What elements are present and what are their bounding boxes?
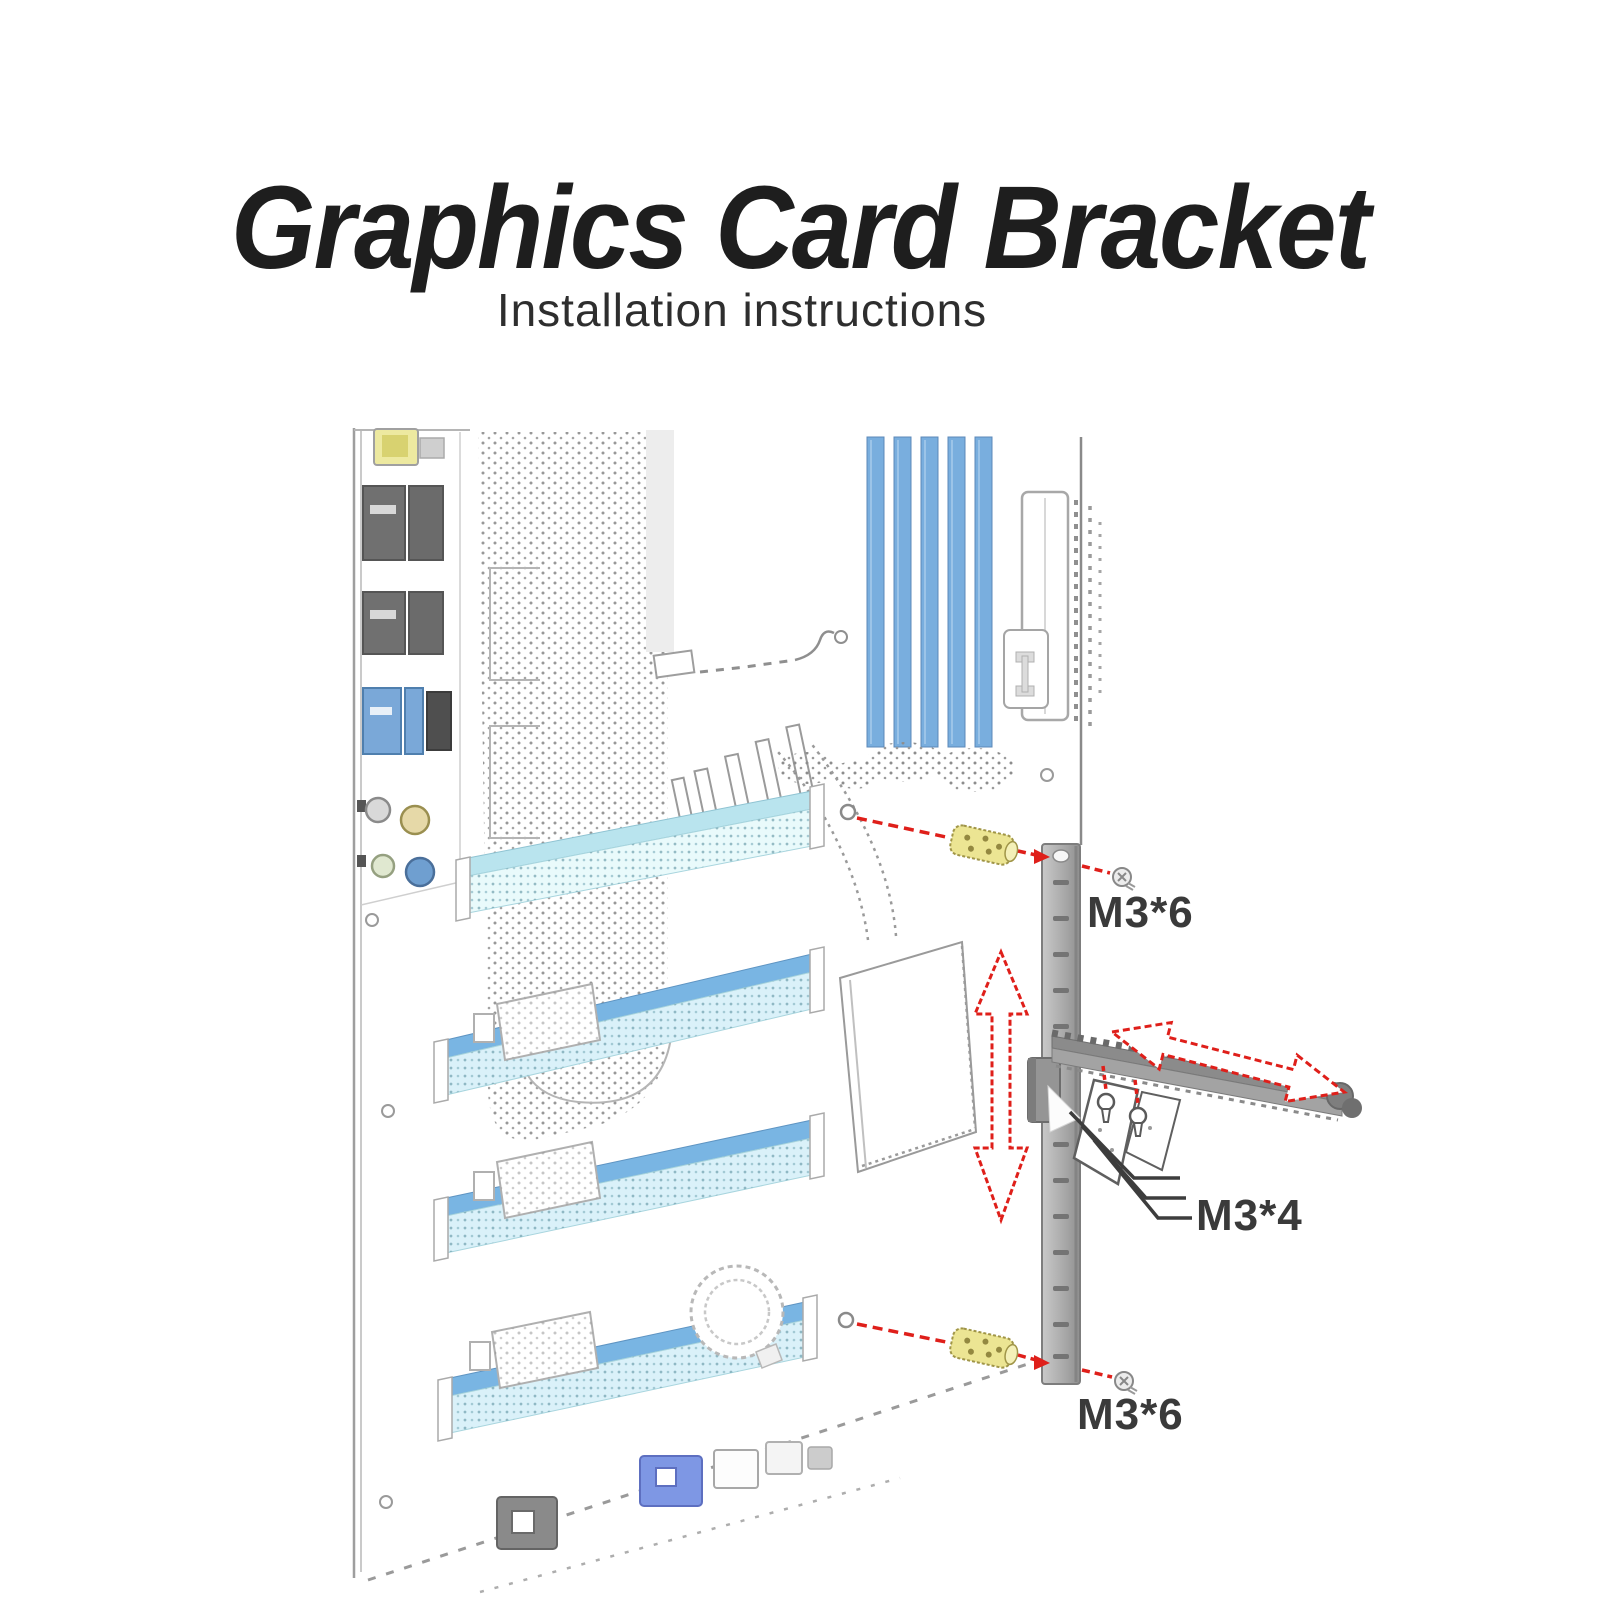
support-bracket	[1027, 843, 1081, 1385]
top-screw-assembly: M3*6	[839, 803, 1194, 937]
m2-heatsink	[838, 940, 978, 1174]
page-subtitle: Installation instructions	[496, 284, 988, 336]
audio-jacks	[357, 796, 436, 927]
cpu-socket-area	[478, 430, 674, 1141]
vertical-arrow	[972, 948, 1030, 1225]
label-m3x6-top: M3*6	[1087, 888, 1194, 937]
label-m3x4: M3*4	[1196, 1191, 1303, 1240]
cmos-battery	[689, 1264, 785, 1369]
atx-connector	[1003, 490, 1102, 782]
red-line-bottom	[856, 1322, 947, 1344]
motherboard-outline	[352, 428, 1047, 1594]
dashed-marker	[652, 630, 848, 679]
io-panel	[357, 428, 452, 927]
arm-screw-2	[1128, 1079, 1148, 1137]
ram-slots	[831, 436, 1015, 792]
heatsink-bar	[646, 430, 674, 652]
ram-clip	[1003, 629, 1049, 709]
screw-hole-bottom	[837, 1311, 855, 1329]
standoff-bottom	[949, 1327, 1019, 1369]
bottom-connectors	[379, 1104, 833, 1550]
label-m3x6-bottom: M3*6	[1077, 1390, 1184, 1439]
page-title: Graphics Card Bracket	[231, 162, 1371, 294]
flex-cable	[777, 741, 898, 941]
usb3-ports	[362, 687, 452, 755]
board-connector-1	[473, 982, 602, 1062]
bracket-holes	[1053, 880, 1069, 1359]
m3x6-screw-bottom	[1114, 1371, 1138, 1395]
standoff-top	[949, 824, 1019, 866]
m3x6-screw-top	[1112, 867, 1136, 891]
horizontal-arrow	[1108, 1020, 1348, 1104]
board-connector-2	[473, 1140, 602, 1220]
board-connector-3	[469, 1310, 600, 1390]
usb-ports	[362, 485, 444, 655]
screw-hole-top	[839, 803, 857, 821]
m3x4-leader-lines	[1068, 1110, 1192, 1220]
pcie-x16-slot-1	[455, 783, 825, 922]
board-front-edge	[367, 1356, 1047, 1582]
red-line-top	[856, 816, 947, 839]
arm-screw-1	[1096, 1065, 1116, 1123]
bottom-screw-assembly: M3*6	[837, 1311, 1184, 1439]
